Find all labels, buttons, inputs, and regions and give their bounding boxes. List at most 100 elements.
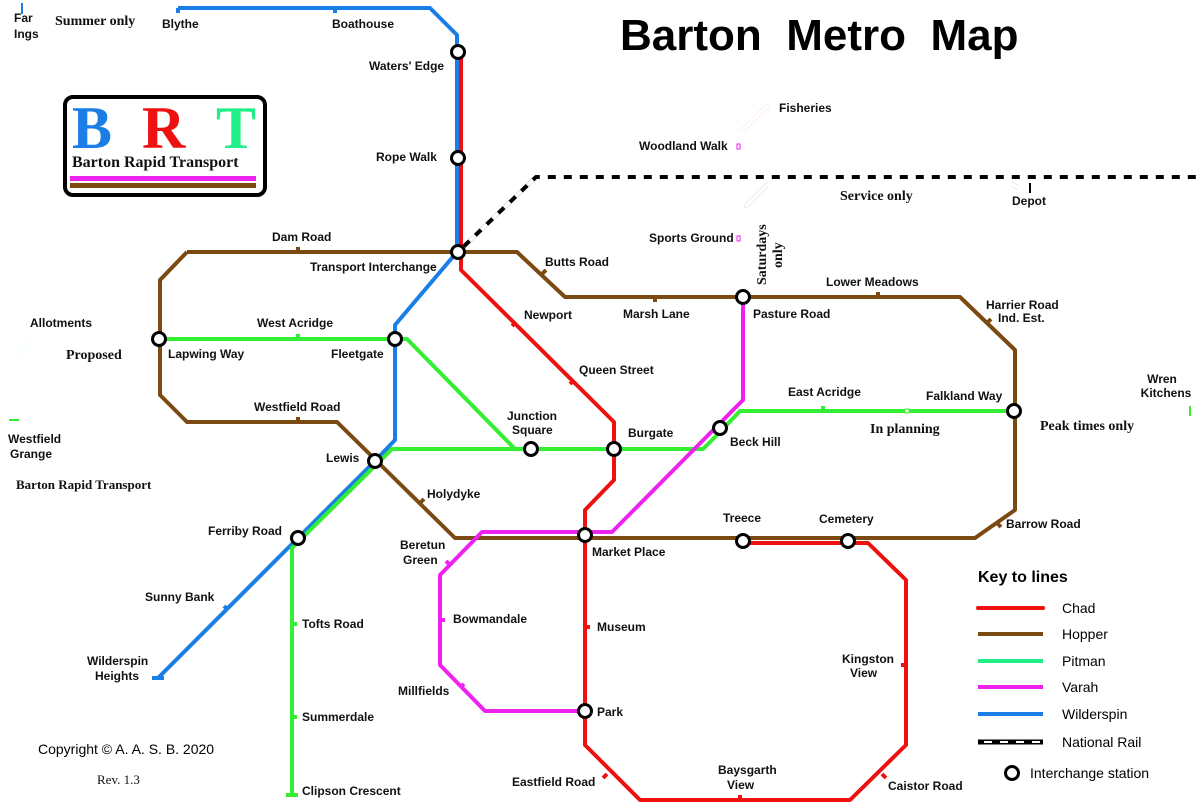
note-in-planning: In planning: [870, 422, 940, 437]
note-saturdays-only-1: Saturdays: [755, 224, 770, 285]
station-label[interactable]: Barrow Road: [1006, 517, 1081, 531]
note-service-only: Service only: [840, 189, 913, 204]
interchange-pasture-road[interactable]: [735, 289, 751, 305]
station-label[interactable]: Waters' Edge: [369, 59, 444, 73]
station-label[interactable]: Heights: [95, 669, 139, 683]
station-label[interactable]: View: [850, 666, 878, 680]
station-label[interactable]: Treece: [723, 511, 761, 525]
station-label[interactable]: Ferriby Road: [208, 524, 282, 538]
interchange-junction-square[interactable]: [523, 441, 539, 457]
station-label[interactable]: West Acridge: [257, 316, 333, 330]
station-label[interactable]: Park: [597, 705, 623, 719]
revision: Rev. 1.3: [97, 772, 140, 787]
station-label[interactable]: Clipson Crescent: [302, 784, 401, 798]
interchange-lapwing-way[interactable]: [151, 331, 167, 347]
chad-line: [459, 52, 908, 802]
station-label[interactable]: Depot: [1012, 194, 1046, 208]
station-label[interactable]: Summerdale: [302, 710, 374, 724]
station-label[interactable]: Woodland Walk: [639, 139, 728, 153]
station-label[interactable]: Dam Road: [272, 230, 331, 244]
station-label[interactable]: Westfield Road: [254, 400, 340, 414]
station-label[interactable]: Lewis: [326, 451, 360, 465]
station-label[interactable]: Butts Road: [545, 255, 609, 269]
station-label[interactable]: Eastfield Road: [512, 775, 595, 789]
station-label[interactable]: Sunny Bank: [145, 590, 215, 604]
station-label[interactable]: Kingston: [842, 652, 894, 666]
station-label[interactable]: Pasture Road: [753, 307, 830, 321]
station-label[interactable]: Holydyke: [427, 487, 481, 501]
station-label[interactable]: Newport: [524, 308, 572, 322]
station-label[interactable]: Blythe: [162, 17, 199, 31]
station-label[interactable]: Beck Hill: [730, 435, 781, 449]
station-label[interactable]: Market Place: [592, 545, 666, 559]
key-label-national-rail: National Rail: [1062, 734, 1141, 750]
national-rail-line: [456, 175, 1200, 254]
station-labels: Far Ings Blythe Boathouse Waters' Edge R…: [8, 11, 1192, 798]
station-label[interactable]: Bowmandale: [453, 612, 527, 626]
interchange-lewis[interactable]: [367, 453, 383, 469]
station-label[interactable]: Allotments: [30, 316, 92, 330]
station-label[interactable]: East Acridge: [788, 385, 861, 399]
station-label[interactable]: Junction: [507, 409, 557, 423]
interchange-ferriby-road[interactable]: [290, 530, 306, 546]
station-label[interactable]: Fleetgate: [331, 347, 384, 361]
brt-logo: B R T Barton Rapid Transport: [63, 95, 267, 197]
station-label[interactable]: Green: [403, 553, 438, 567]
station-label[interactable]: Falkland Way: [926, 389, 1003, 403]
station-label[interactable]: Westfield: [8, 432, 61, 446]
station-label[interactable]: Caistor Road: [888, 779, 963, 793]
note-peak-times-only: Peak times only: [1040, 419, 1134, 434]
logo-letter-b: B: [72, 95, 112, 161]
interchange-waters-edge[interactable]: [450, 44, 466, 60]
station-label[interactable]: Baysgarth: [718, 763, 777, 777]
interchange-rope-walk[interactable]: [450, 150, 466, 166]
station-label[interactable]: Museum: [597, 620, 646, 634]
station-label[interactable]: Burgate: [628, 426, 674, 440]
wilderspin-line: [156, 6, 459, 680]
station-label[interactable]: Lower Meadows: [826, 275, 919, 289]
station-label[interactable]: Boathouse: [332, 17, 394, 31]
station-label[interactable]: Ind. Est.: [998, 311, 1045, 325]
station-label[interactable]: Wilderspin: [87, 654, 148, 668]
interchange-treece[interactable]: [735, 533, 751, 549]
key-label-hopper: Hopper: [1062, 626, 1108, 642]
station-label[interactable]: Cemetery: [819, 512, 874, 526]
outline-sections: [9, 3, 1191, 421]
pitman-line-main: [290, 409, 1014, 795]
key-label-wilderspin: Wilderspin: [1062, 706, 1127, 722]
interchange-beck-hill[interactable]: [712, 420, 728, 436]
hopper-line: [158, 250, 1017, 540]
station-label[interactable]: Marsh Lane: [623, 307, 690, 321]
station-label[interactable]: Queen Street: [579, 363, 654, 377]
station-label[interactable]: Fisheries: [779, 101, 832, 115]
station-label[interactable]: Ings: [14, 27, 39, 41]
station-label[interactable]: Sports Ground: [649, 231, 734, 245]
station-ticks: [152, 8, 1003, 800]
logo-letter-t: T: [216, 95, 256, 161]
station-label[interactable]: Kitchens: [1141, 386, 1192, 400]
interchange-cemetery[interactable]: [840, 533, 856, 549]
station-label[interactable]: Transport Interchange: [310, 260, 437, 274]
copyright: Copyright © A. A. S. B. 2020: [38, 741, 214, 757]
station-label[interactable]: Wren: [1147, 372, 1177, 386]
station-label[interactable]: Grange: [10, 447, 52, 461]
station-label[interactable]: Lapwing Way: [168, 347, 245, 361]
station-label[interactable]: Harrier Road: [986, 298, 1059, 312]
key-title: Key to lines: [978, 569, 1068, 586]
station-label[interactable]: View: [727, 778, 755, 792]
station-label[interactable]: Far: [14, 11, 33, 25]
station-label[interactable]: Beretun: [400, 538, 445, 552]
map-notes: Summer only Proposed Service only Saturd…: [16, 14, 1134, 787]
interchange-market-place[interactable]: [577, 527, 593, 543]
station-label[interactable]: Tofts Road: [302, 617, 364, 631]
interchange-transport-interchange[interactable]: [450, 244, 466, 260]
interchange-burgate[interactable]: [606, 441, 622, 457]
interchange-falkland-way[interactable]: [1006, 403, 1022, 419]
station-label[interactable]: Millfields: [398, 684, 450, 698]
station-label[interactable]: Rope Walk: [376, 150, 437, 164]
key-label-varah: Varah: [1062, 679, 1098, 695]
interchange-park[interactable]: [577, 703, 593, 719]
station-label[interactable]: Square: [512, 423, 553, 437]
interchange-fleetgate[interactable]: [387, 331, 403, 347]
